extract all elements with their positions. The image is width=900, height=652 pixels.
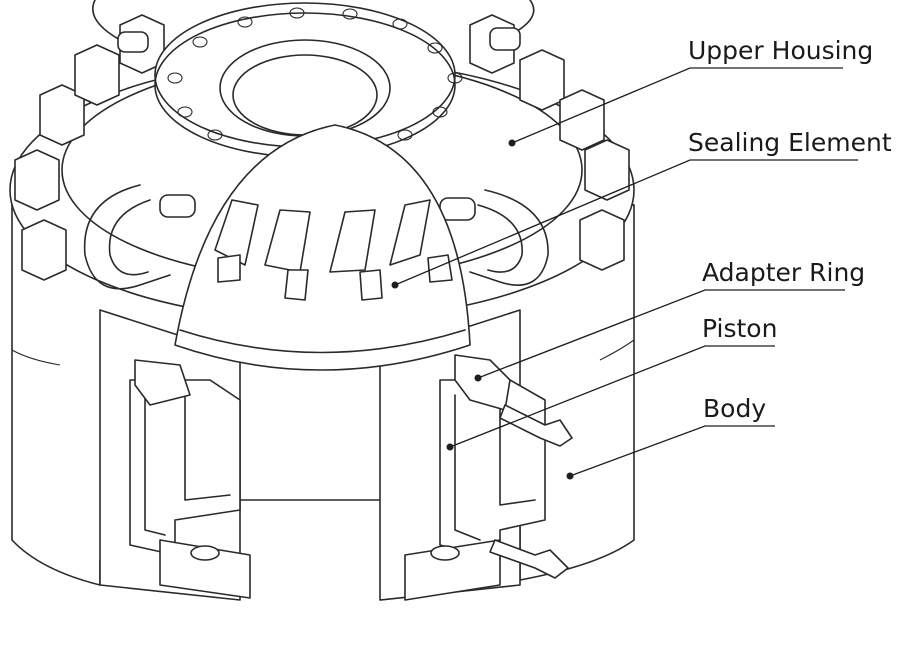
sealing-element-part [174, 124, 471, 371]
lifting-shackle-left [83, 184, 196, 290]
label-body: Body [703, 394, 766, 423]
label-upper-housing: Upper Housing [688, 36, 873, 65]
leader-lines [391, 67, 858, 480]
upper-housing-part [9, 0, 635, 321]
label-adapter-ring: Adapter Ring [702, 258, 865, 287]
hydraulic-fittings [489, 404, 573, 579]
flange-bolt-holes [167, 7, 463, 141]
lifting-shackle-top-left [92, 0, 149, 53]
label-piston: Piston [702, 314, 777, 343]
lifting-shackle-top-right [489, 0, 535, 51]
label-sealing-element: Sealing Element [688, 128, 892, 157]
